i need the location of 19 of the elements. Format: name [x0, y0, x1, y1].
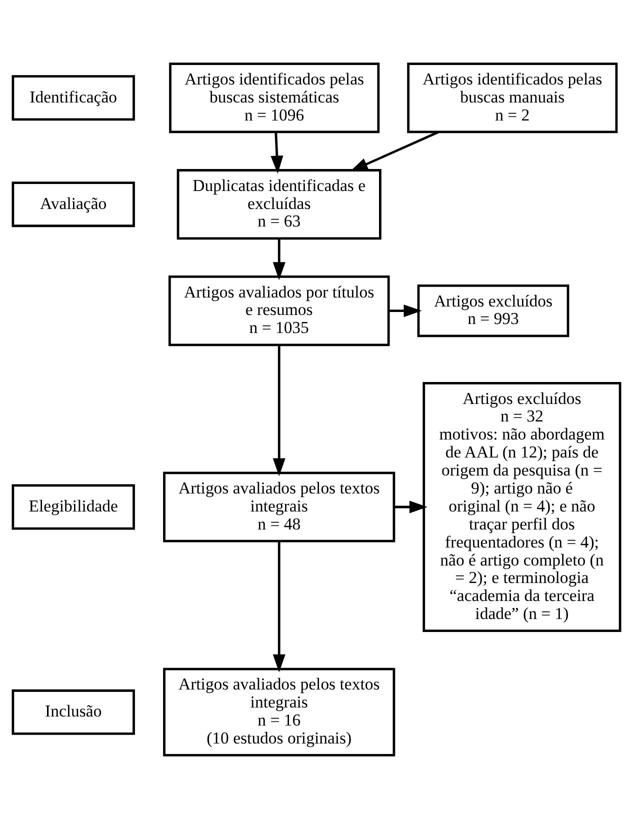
- node-box: Avaliação: [12, 181, 135, 227]
- arrow: [394, 500, 428, 513]
- node-box: Artigos avaliados pelos textos integrais n = 48: [163, 471, 396, 542]
- arrow: [388, 304, 422, 317]
- arrow: [270, 131, 284, 174]
- node-box: Artigos avaliados por títulos e resumos n = 1035: [168, 275, 390, 346]
- node-box: Artigos identificados pelas buscas manuais n = 2: [407, 62, 618, 133]
- node-box: Artigos avaliados pelos textos integrais n = 16 (10 estudos originais): [163, 667, 396, 756]
- node-box: Artigos excluídos n = 32 motivos: não abordagem de AAL (n 12); país de origem da pesquisa (n = 9); artigo não é original (n = 4); e não traçar perfil dos frequentadores (n = 4); não é artigo completo (n = 2); e terminologia “academia da terceira idade” (n = 1): [422, 382, 622, 632]
- node-box: Artigos excluídos n = 993: [417, 284, 570, 337]
- arrow: [272, 344, 286, 476]
- node-box: Elegibilidade: [12, 484, 135, 530]
- node-box: Inclusão: [12, 688, 135, 734]
- node-box: Identificação: [12, 74, 135, 120]
- node-box: Artigos identificados pelas buscas sistemáticas n = 1096: [169, 62, 380, 133]
- node-box: Duplicatas identificadas e excluídas n = 63: [176, 168, 382, 240]
- arrow: [350, 130, 440, 172]
- arrow: [272, 540, 286, 672]
- arrow: [272, 238, 286, 280]
